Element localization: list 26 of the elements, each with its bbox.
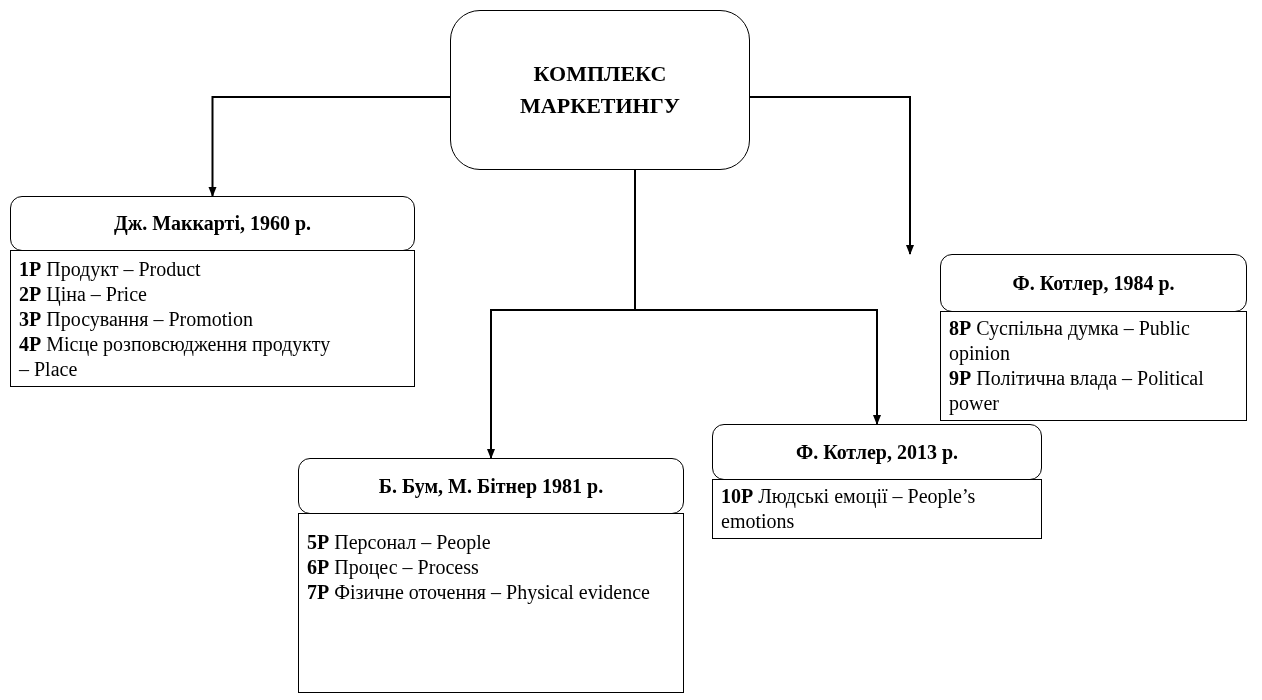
list-item: 5P Персонал – People (307, 530, 492, 555)
header-box (10, 196, 415, 251)
header-box (940, 254, 1247, 312)
list-item: 10P Людські емоції – People’s emotions (721, 484, 977, 534)
list-item: 6P Процес – Process (307, 555, 480, 580)
list-box (940, 311, 1247, 421)
central-box (450, 10, 750, 170)
title-text: КОМПЛЕКС МАРКЕТИНГУ (519, 60, 681, 120)
header-text: Дж. Маккарті, 1960 р. (113, 212, 312, 235)
header-text: Ф. Котлер, 1984 р. (1012, 271, 1175, 295)
list-item: 9P Політична влада – Political power (949, 366, 1205, 416)
list-box (10, 250, 415, 387)
list-item: 7P Фізичне оточення – Physical evidence (307, 580, 651, 605)
header-text: Б. Бум, М. Бітнер 1981 р. (378, 474, 604, 498)
list-item: 2P Ціна – Price (19, 282, 148, 307)
header-box (298, 458, 684, 514)
list-box (712, 479, 1042, 539)
list-item: 1P Продукт – Product (19, 257, 202, 282)
arrow (749, 96, 914, 255)
header-text: Ф. Котлер, 2013 р. (795, 440, 959, 464)
list-box (298, 513, 684, 693)
list-item: 8P Суспільна думка – Public opinion (949, 316, 1191, 366)
arrow (208, 96, 451, 197)
header-box (712, 424, 1042, 480)
list-item: 3P Просування – Promotion (19, 307, 254, 332)
list-item: 4P Місце розповсюдження продукту – Place (19, 332, 332, 382)
